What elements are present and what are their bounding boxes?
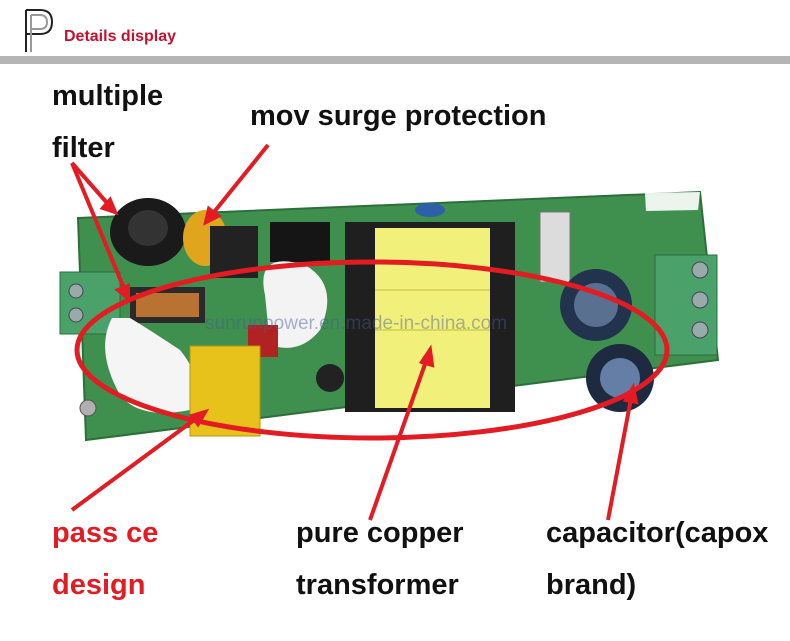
label-capacitor: capacitor(capox <box>546 517 769 549</box>
header-title: Details display <box>64 28 177 45</box>
label-mov: mov surge protection <box>250 100 547 132</box>
label-design: design <box>52 569 146 601</box>
arrow-lines <box>70 143 639 521</box>
label-transformer: transformer <box>296 569 459 601</box>
label-multiple: multiple <box>52 80 164 112</box>
x-capacitor <box>189 345 261 437</box>
header-divider <box>0 56 790 64</box>
watermark: sunrunpower.en.made-in-china.com <box>205 313 508 334</box>
logo-p-icon <box>25 9 54 52</box>
label-pass-ce: pass ce <box>52 517 159 549</box>
label-brand: brand) <box>546 569 637 601</box>
highlight-ellipse <box>74 259 670 441</box>
label-pure-copper: pure copper <box>296 517 464 549</box>
label-filter: filter <box>52 132 115 164</box>
